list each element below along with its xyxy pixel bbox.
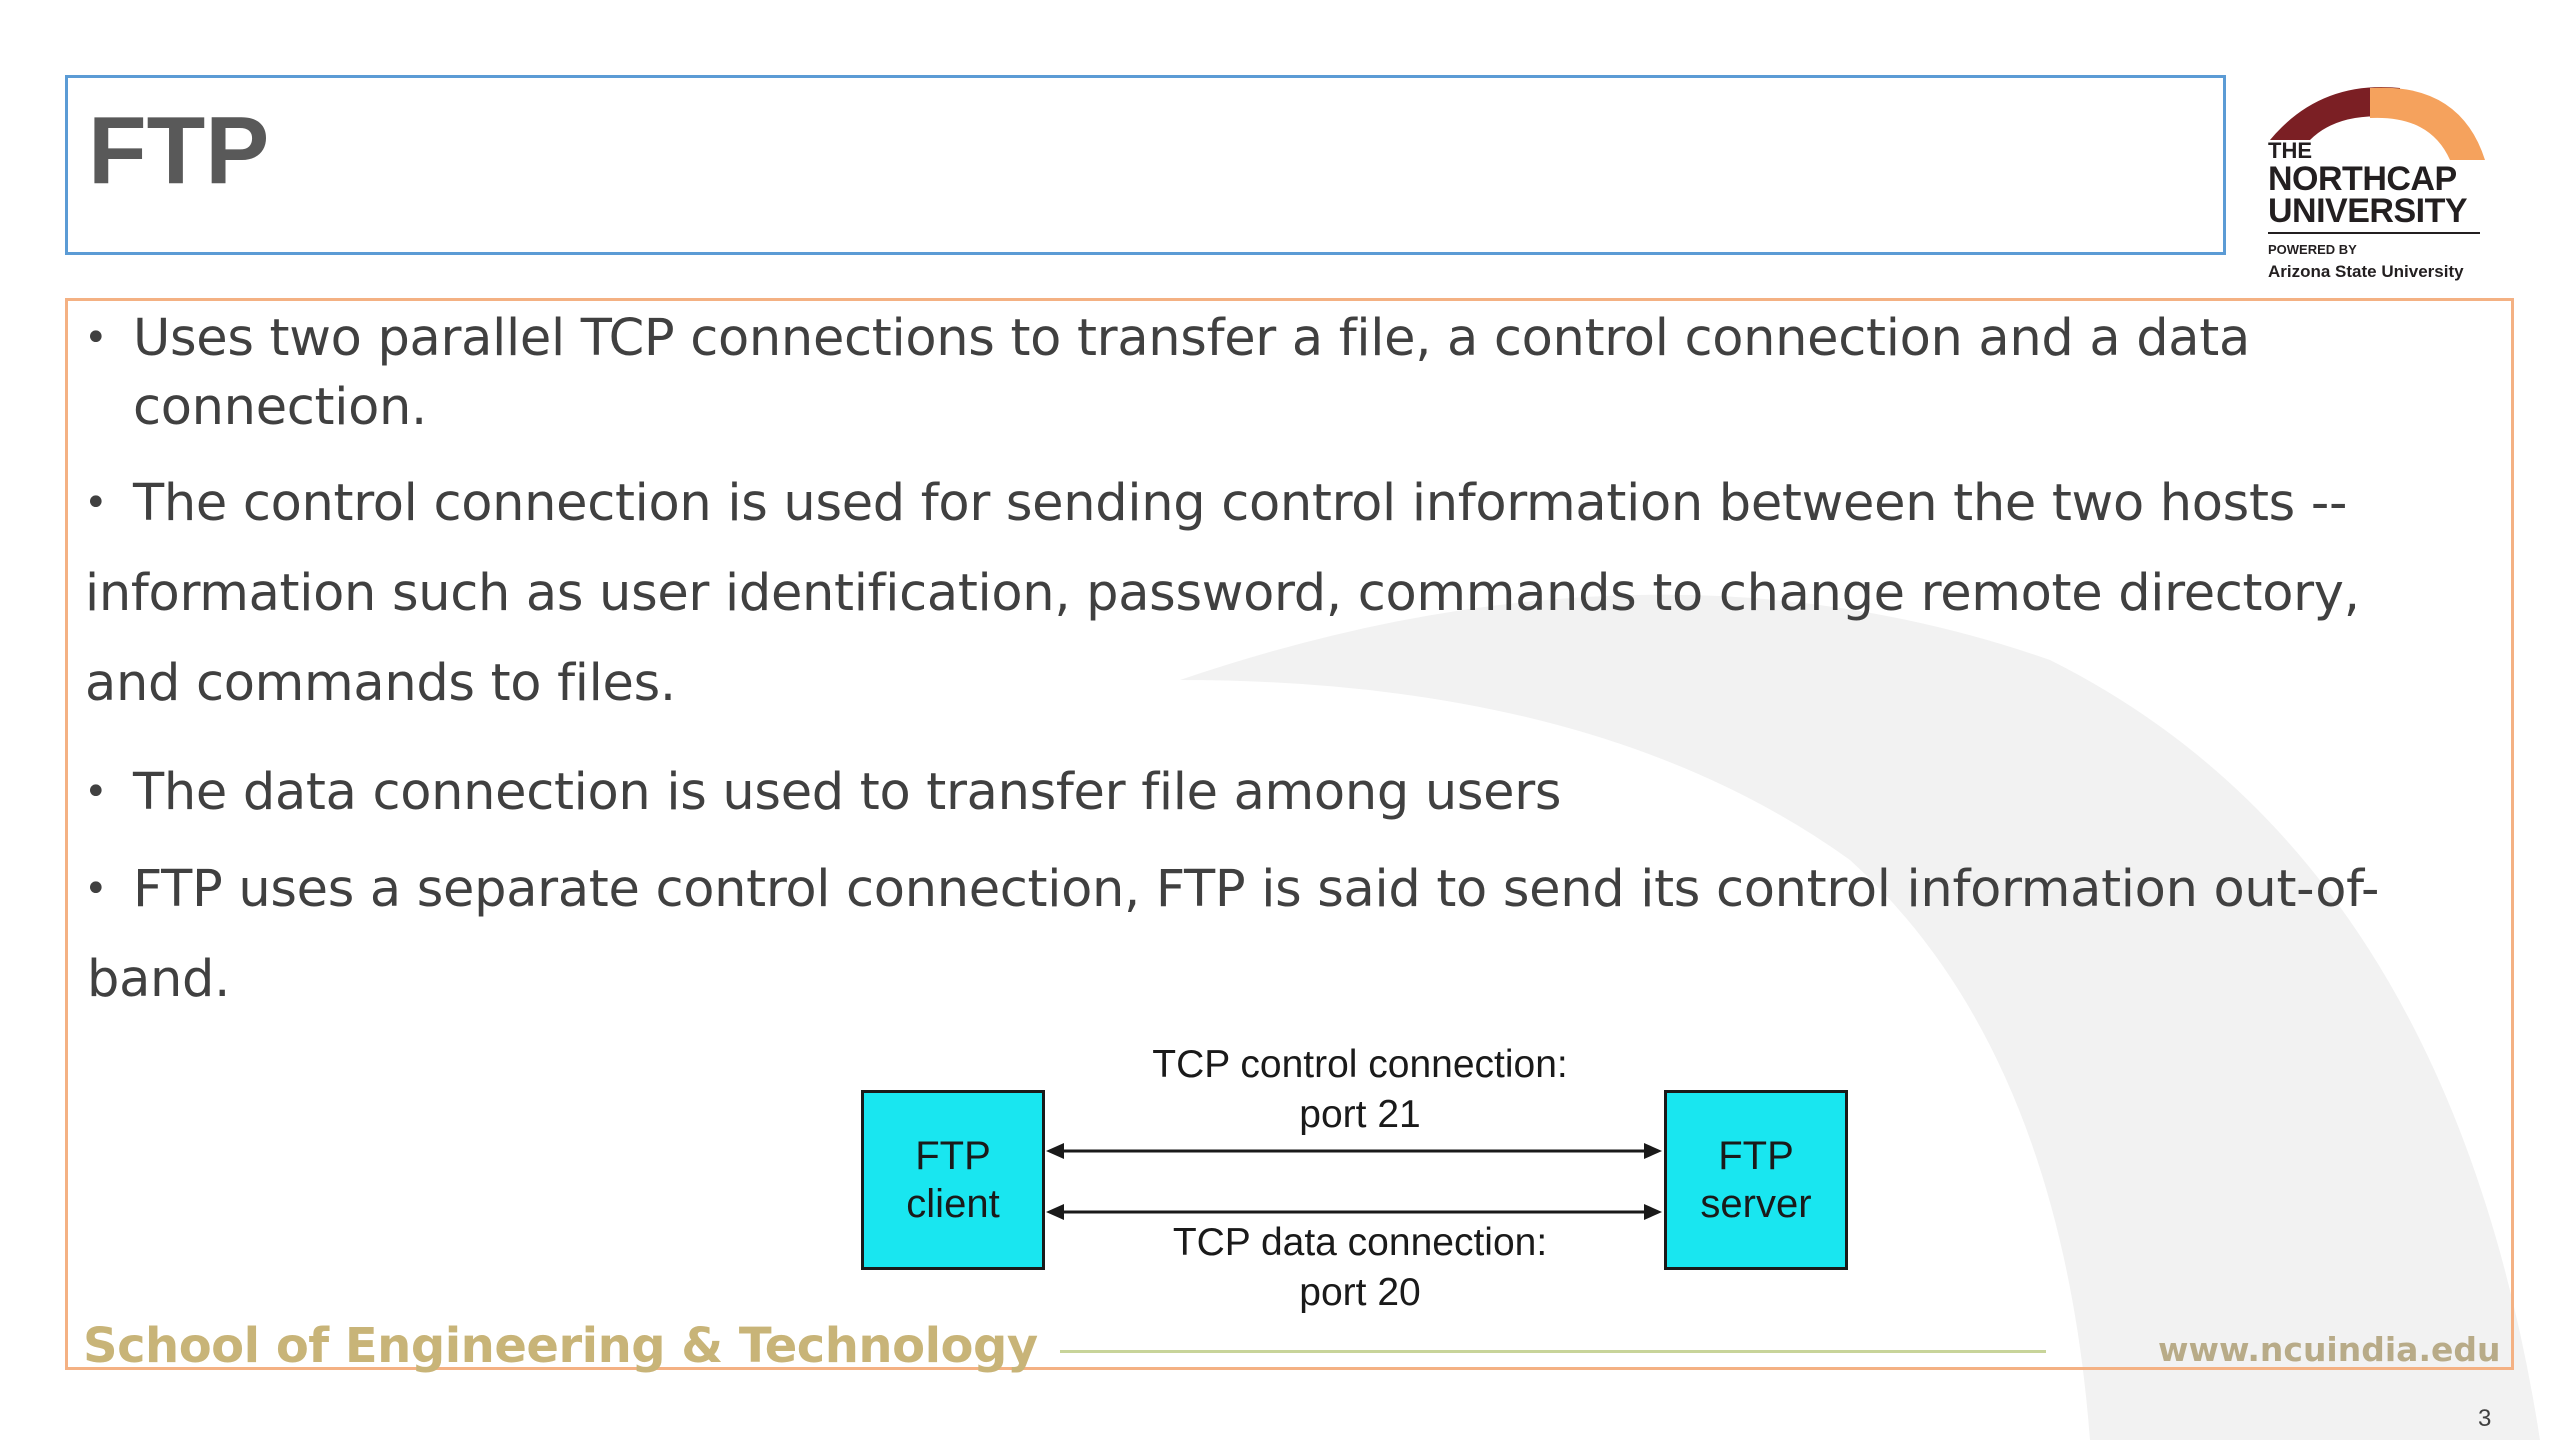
logo-divider bbox=[2268, 232, 2480, 234]
connection-arrows bbox=[1046, 1143, 1662, 1220]
slide-title: FTP bbox=[88, 97, 270, 204]
bullet-marker: • bbox=[84, 480, 108, 526]
page-number: 3 bbox=[2478, 1405, 2492, 1432]
control-connection-label: TCP control connection: port 21 bbox=[1130, 1040, 1590, 1140]
logo-text-asu: Arizona State University bbox=[2268, 262, 2464, 281]
data-connection-label-line2: port 20 bbox=[1299, 1271, 1421, 1314]
control-connection-label-line2: port 21 bbox=[1299, 1093, 1421, 1136]
footer-website-link[interactable]: www.ncuindia.edu bbox=[2158, 1330, 2501, 1369]
bullet-2-line-3: and commands to files. bbox=[85, 654, 676, 713]
bullet-marker: • bbox=[84, 866, 108, 912]
ftp-server-label-line1: FTP bbox=[1718, 1134, 1794, 1178]
content-box bbox=[65, 298, 2514, 1370]
ftp-server-label-line2: server bbox=[1700, 1182, 1812, 1226]
footer-divider bbox=[1060, 1350, 2046, 1353]
bullet-1-line-2: connection. bbox=[133, 378, 427, 437]
bullet-marker: • bbox=[84, 769, 108, 815]
ftp-diagram: FTP client FTP server TCP control connec… bbox=[840, 1030, 1880, 1330]
university-logo: THE NORTHCAP UNIVERSITY POWERED BY Arizo… bbox=[2250, 70, 2500, 300]
data-connection-label: TCP data connection: port 20 bbox=[1130, 1218, 1590, 1318]
bullet-4-line-2: band. bbox=[87, 950, 231, 1009]
bullet-4-line-1: FTP uses a separate control connection, … bbox=[133, 860, 2380, 919]
control-connection-label-line1: TCP control connection: bbox=[1152, 1043, 1568, 1086]
bullet-2-line-2: information such as user identification,… bbox=[85, 564, 2360, 623]
control-connection-arrow bbox=[1046, 1143, 1662, 1159]
ftp-client-label-line1: FTP bbox=[915, 1134, 991, 1178]
bullet-marker: • bbox=[84, 315, 108, 361]
logo-text-northcap: NORTHCAP bbox=[2268, 160, 2457, 198]
logo-text-university: UNIVERSITY bbox=[2268, 192, 2468, 230]
logo-arch-icon bbox=[2270, 87, 2485, 160]
bullet-1-line-1: Uses two parallel TCP connections to tra… bbox=[133, 309, 2250, 368]
ftp-server-box: FTP server bbox=[1664, 1090, 1848, 1270]
ftp-client-label-line2: client bbox=[906, 1182, 1000, 1226]
bullet-3-line-1: The data connection is used to transfer … bbox=[133, 763, 1562, 822]
bullet-2-line-1: The control connection is used for sendi… bbox=[133, 474, 2348, 533]
data-connection-arrow bbox=[1046, 1204, 1662, 1220]
logo-text-the: THE bbox=[2268, 138, 2312, 163]
data-connection-label-line1: TCP data connection: bbox=[1172, 1221, 1548, 1264]
ftp-client-box: FTP client bbox=[861, 1090, 1045, 1270]
title-box: FTP bbox=[65, 75, 2226, 255]
logo-text-powered-by: POWERED BY bbox=[2268, 242, 2357, 257]
footer-school-name: School of Engineering & Technology bbox=[83, 1318, 1038, 1374]
